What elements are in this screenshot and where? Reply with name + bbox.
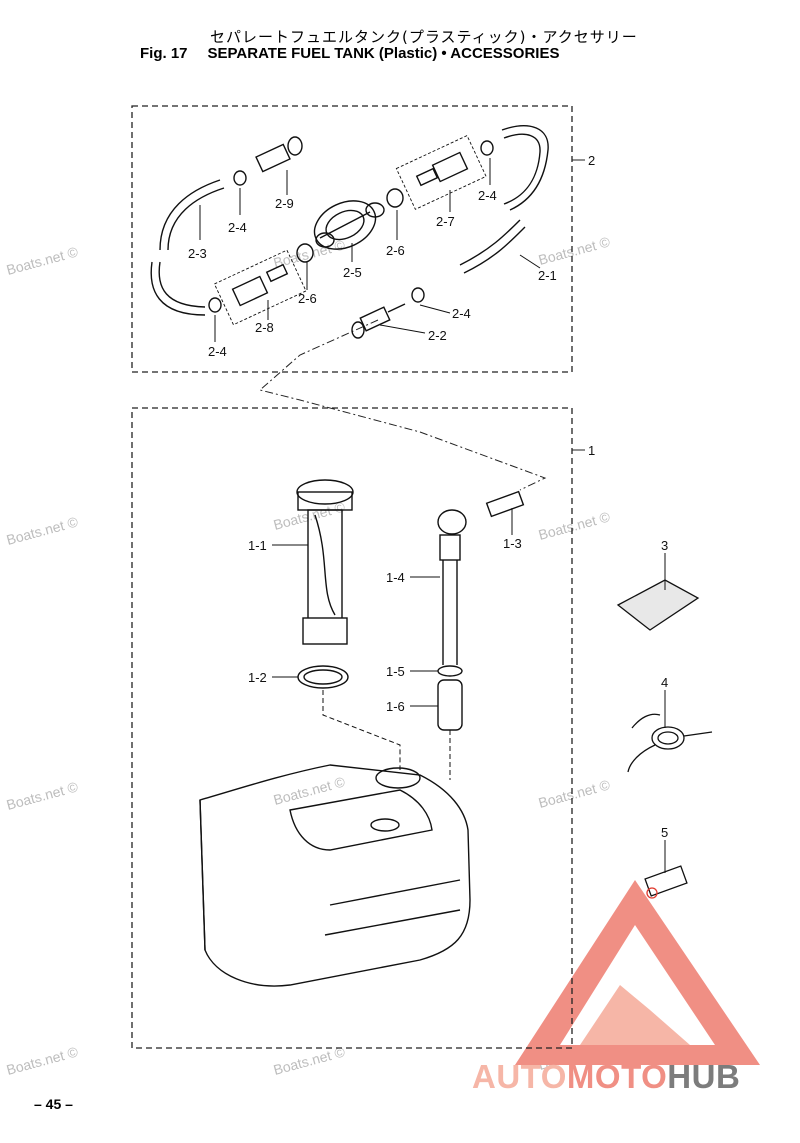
watermark-text: Boats.net © xyxy=(537,233,613,268)
page-number: – 45 – xyxy=(34,1096,73,1112)
brand-logo-icon xyxy=(515,880,760,1065)
part-label: 2-4 xyxy=(452,306,471,321)
part-label: 2-4 xyxy=(478,188,497,203)
part-label: 2-9 xyxy=(275,196,294,211)
part-label: 2-6 xyxy=(386,243,405,258)
brand-part: AUTO xyxy=(472,1058,567,1095)
part-label: 4 xyxy=(661,675,668,690)
accessories xyxy=(616,579,713,899)
figure-title: Fig. 17 SEPARATE FUEL TANK (Plastic) • AC… xyxy=(140,45,559,62)
assembly-box-1 xyxy=(131,407,573,1049)
assembly-box-2 xyxy=(131,105,573,373)
part-label: 2-4 xyxy=(208,344,227,359)
figure-number: Fig. 17 xyxy=(140,45,188,62)
part-label: 1-6 xyxy=(386,699,405,714)
part-label: 3 xyxy=(661,538,668,553)
watermark-text: Boats.net © xyxy=(5,778,81,813)
part-label: 2-1 xyxy=(538,268,557,283)
figure-title-text: SEPARATE FUEL TANK (Plastic) • ACCESSORI… xyxy=(207,45,560,62)
part-label: 2 xyxy=(588,153,595,168)
brand-part: MOTO xyxy=(566,1058,668,1095)
part-label: 2-7 xyxy=(436,214,455,229)
part-label: 2-6 xyxy=(298,291,317,306)
connector-line xyxy=(258,319,547,491)
part-labels: 2 1 2-1 2-2 2-3 2-4 2-4 2-4 2-4 2-5 2-6 … xyxy=(188,153,668,840)
part-label: 2-3 xyxy=(188,246,207,261)
part-label: 1-3 xyxy=(503,536,522,551)
watermark-text: Boats.net © xyxy=(537,776,613,811)
part-label: 2-2 xyxy=(428,328,447,343)
watermark-text: Boats.net © xyxy=(5,243,81,278)
assembly-leaders xyxy=(322,690,451,780)
part-label: 5 xyxy=(661,825,668,840)
part-label: 1-2 xyxy=(248,670,267,685)
watermark-text: Boats.net © xyxy=(537,508,613,543)
watermark-text: Boats.net © xyxy=(5,1043,81,1078)
part-label: 2-4 xyxy=(228,220,247,235)
brand-part: HUB xyxy=(667,1058,741,1095)
fuel-tank-assembly xyxy=(199,479,525,987)
watermark-text: Boats.net © xyxy=(272,773,348,808)
part-label: 1 xyxy=(588,443,595,458)
part-label: 2-8 xyxy=(255,320,274,335)
label-leaders xyxy=(199,158,666,873)
part-label: 1-4 xyxy=(386,570,405,585)
watermarks: Boats.net © Boats.net © Boats.net © Boat… xyxy=(5,233,613,1078)
title-japanese: セパレートフュエルタンク(プラスティック)・アクセサリー xyxy=(210,28,638,46)
part-label: 1-5 xyxy=(386,664,405,679)
watermark-text: Boats.net © xyxy=(5,513,81,548)
brand-wordmark: AUTOMOTOHUB xyxy=(472,1058,740,1096)
fuel-hose-assembly xyxy=(150,125,549,339)
part-label: 1-1 xyxy=(248,538,267,553)
part-label: 2-5 xyxy=(343,265,362,280)
